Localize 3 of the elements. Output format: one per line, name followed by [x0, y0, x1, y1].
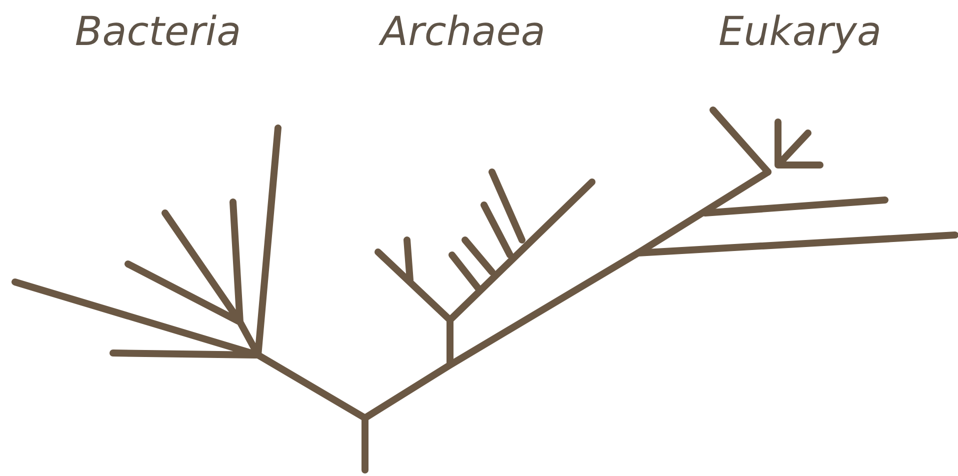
domain-label: Bacteria: [74, 8, 242, 56]
domain-label: Archaea: [380, 8, 546, 56]
domain-label: Eukarya: [718, 8, 882, 56]
